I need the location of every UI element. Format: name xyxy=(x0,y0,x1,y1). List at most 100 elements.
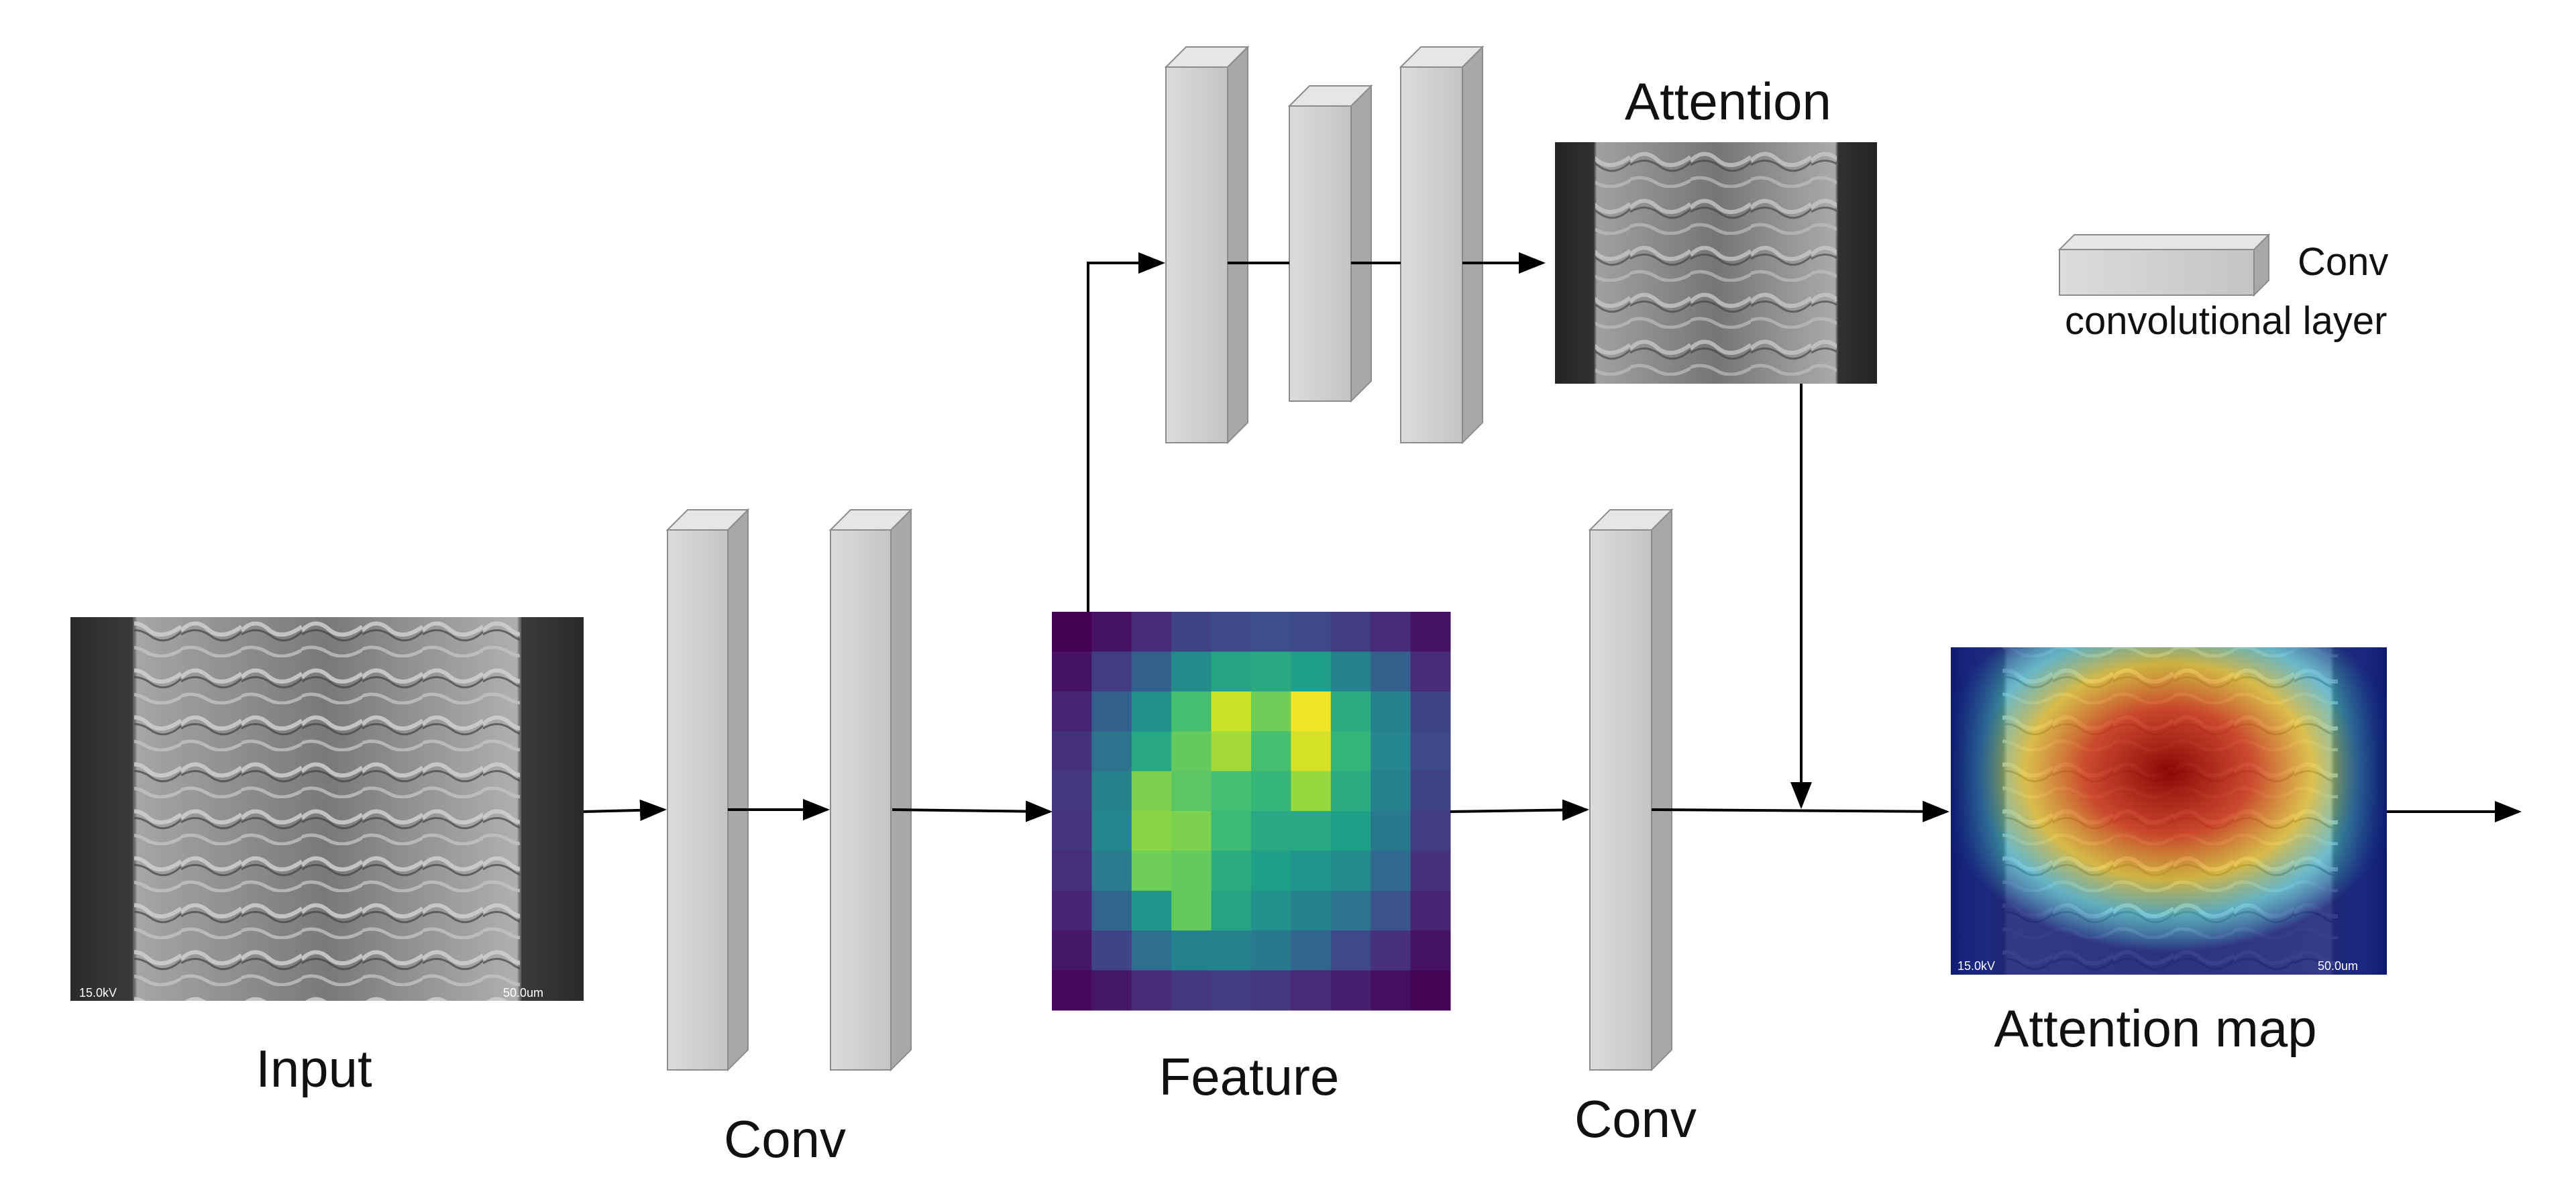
conv-block xyxy=(828,508,913,1072)
attention-map-label: Attention map xyxy=(1994,999,2316,1058)
block-front-face xyxy=(1400,66,1463,443)
feature-cell xyxy=(1330,651,1371,692)
feature-cell xyxy=(1052,691,1092,732)
feature-cell xyxy=(1171,612,1212,652)
feature-cell xyxy=(1052,612,1092,652)
feature-cell xyxy=(1171,651,1212,692)
feature-cell xyxy=(1251,930,1291,971)
feature-cell xyxy=(1371,731,1411,772)
feature-cell xyxy=(1052,811,1092,851)
feature-cell xyxy=(1091,651,1132,692)
block-side-face xyxy=(1227,45,1248,445)
conv-left-label: Conv xyxy=(724,1109,846,1169)
sem-scale-map: 50.0um xyxy=(2318,959,2358,973)
feature-cell xyxy=(1371,651,1411,692)
feature-cell xyxy=(1211,930,1252,971)
feature-cell xyxy=(1211,731,1252,772)
block-front-face xyxy=(2059,249,2255,296)
feature-cell xyxy=(1171,970,1212,1011)
feature-cell xyxy=(1052,890,1092,931)
feature-cell xyxy=(1410,851,1451,891)
feature-label: Feature xyxy=(1159,1047,1340,1106)
feature-cell xyxy=(1251,851,1291,891)
feature-cell xyxy=(1291,691,1332,732)
feature-cell xyxy=(1131,970,1172,1011)
feature-cell xyxy=(1330,970,1371,1011)
feature-cell xyxy=(1371,612,1411,652)
block-side-face xyxy=(1651,508,1672,1072)
feature-cell xyxy=(1211,691,1252,732)
sem-voltage-map: 15.0kV xyxy=(1957,959,1995,973)
feature-cell xyxy=(1052,731,1092,772)
feature-cell xyxy=(1291,651,1332,692)
conv-block xyxy=(1164,45,1250,445)
feature-cell xyxy=(1371,930,1411,971)
attention-image xyxy=(1555,142,1877,384)
feature-cell xyxy=(1091,970,1132,1011)
feature-cell xyxy=(1052,651,1092,692)
block-side-face xyxy=(890,508,912,1072)
feature-cell xyxy=(1171,851,1212,891)
feature-cell xyxy=(1291,970,1332,1011)
legend-conv-icon xyxy=(2057,233,2271,297)
feature-cell xyxy=(1371,851,1411,891)
feature-cell xyxy=(1171,771,1212,812)
block-front-face xyxy=(1589,529,1652,1071)
feature-cell xyxy=(1171,890,1212,931)
feature-cell xyxy=(1171,811,1212,851)
feature-cell xyxy=(1410,970,1451,1011)
feature-cell xyxy=(1131,691,1172,732)
feature-cell xyxy=(1131,811,1172,851)
block-side-face xyxy=(727,508,749,1072)
feature-cell xyxy=(1410,612,1451,652)
feature-cell xyxy=(1251,651,1291,692)
conv-block xyxy=(1588,508,1674,1072)
arrow-feature-to-conv xyxy=(1450,799,1589,821)
conv-block xyxy=(1399,45,1485,445)
feature-cell xyxy=(1131,930,1172,971)
feature-cell xyxy=(1410,890,1451,931)
attention-label: Attention xyxy=(1625,72,1831,131)
feature-cell xyxy=(1410,651,1451,692)
feature-cell xyxy=(1091,890,1132,931)
arrow-conv2-to-feature xyxy=(892,800,1053,822)
feature-cell xyxy=(1251,771,1291,812)
feature-cell xyxy=(1131,612,1172,652)
feature-cell xyxy=(1211,811,1252,851)
feature-cell xyxy=(1371,811,1411,851)
feature-cell xyxy=(1371,890,1411,931)
arrow-input-to-conv xyxy=(583,799,667,821)
feature-cell xyxy=(1091,851,1132,891)
block-front-face xyxy=(1165,66,1228,443)
feature-cell xyxy=(1291,771,1332,812)
feature-cell xyxy=(1251,970,1291,1011)
legend-description: convolutional layer xyxy=(2065,299,2387,343)
feature-cell xyxy=(1291,930,1332,971)
feature-cell xyxy=(1330,811,1371,851)
feature-cell xyxy=(1052,970,1092,1011)
feature-cell xyxy=(1211,651,1252,692)
feature-cell xyxy=(1211,771,1252,812)
conv-block xyxy=(665,508,750,1072)
feature-cell xyxy=(1291,851,1332,891)
feature-cell xyxy=(1371,970,1411,1011)
feature-cell xyxy=(1330,731,1371,772)
feature-cell xyxy=(1091,691,1132,732)
conv-block xyxy=(1287,84,1373,403)
feature-cell xyxy=(1291,811,1332,851)
arrow-conv-to-map xyxy=(1651,800,1949,822)
feature-cell xyxy=(1410,691,1451,732)
feature-cell xyxy=(1171,691,1212,732)
feature-cell xyxy=(1330,691,1371,732)
block-top-face xyxy=(2057,234,2271,250)
feature-cell xyxy=(1410,731,1451,772)
feature-cell xyxy=(1211,612,1252,652)
conv-right-label: Conv xyxy=(1574,1089,1697,1148)
block-side-face xyxy=(1462,45,1483,445)
feature-cell xyxy=(1171,930,1212,971)
legend-title: Conv xyxy=(2298,240,2388,284)
block-front-face xyxy=(830,529,892,1071)
feature-cell xyxy=(1330,612,1371,652)
feature-cell xyxy=(1211,970,1252,1011)
